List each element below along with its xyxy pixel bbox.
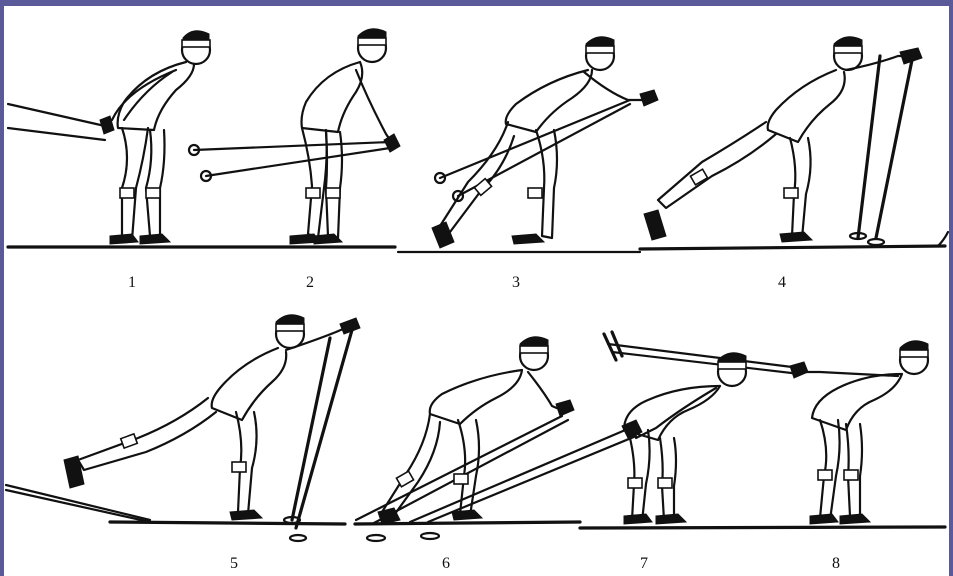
skier-phase-5 [64, 315, 360, 541]
skier-phase-7 [604, 332, 800, 524]
phase-label-5: 5 [230, 555, 238, 572]
phase-label-4: 4 [778, 274, 786, 291]
phase-label-6: 6 [442, 555, 450, 572]
phase-label-2: 2 [306, 274, 314, 291]
skier-phase-8 [790, 341, 928, 524]
skier-phase-3 [432, 37, 658, 248]
phase-label-8: 8 [832, 555, 840, 572]
skier-phase-4 [644, 37, 922, 245]
ski-track-bottom [6, 485, 945, 528]
phase-label-3: 3 [512, 274, 520, 291]
phase-label-1: 1 [128, 274, 136, 291]
skier-phase-1 [8, 31, 210, 244]
skier-phase-6 [356, 337, 636, 541]
skier-phase-2 [189, 29, 400, 244]
phase-label-7: 7 [640, 555, 648, 572]
